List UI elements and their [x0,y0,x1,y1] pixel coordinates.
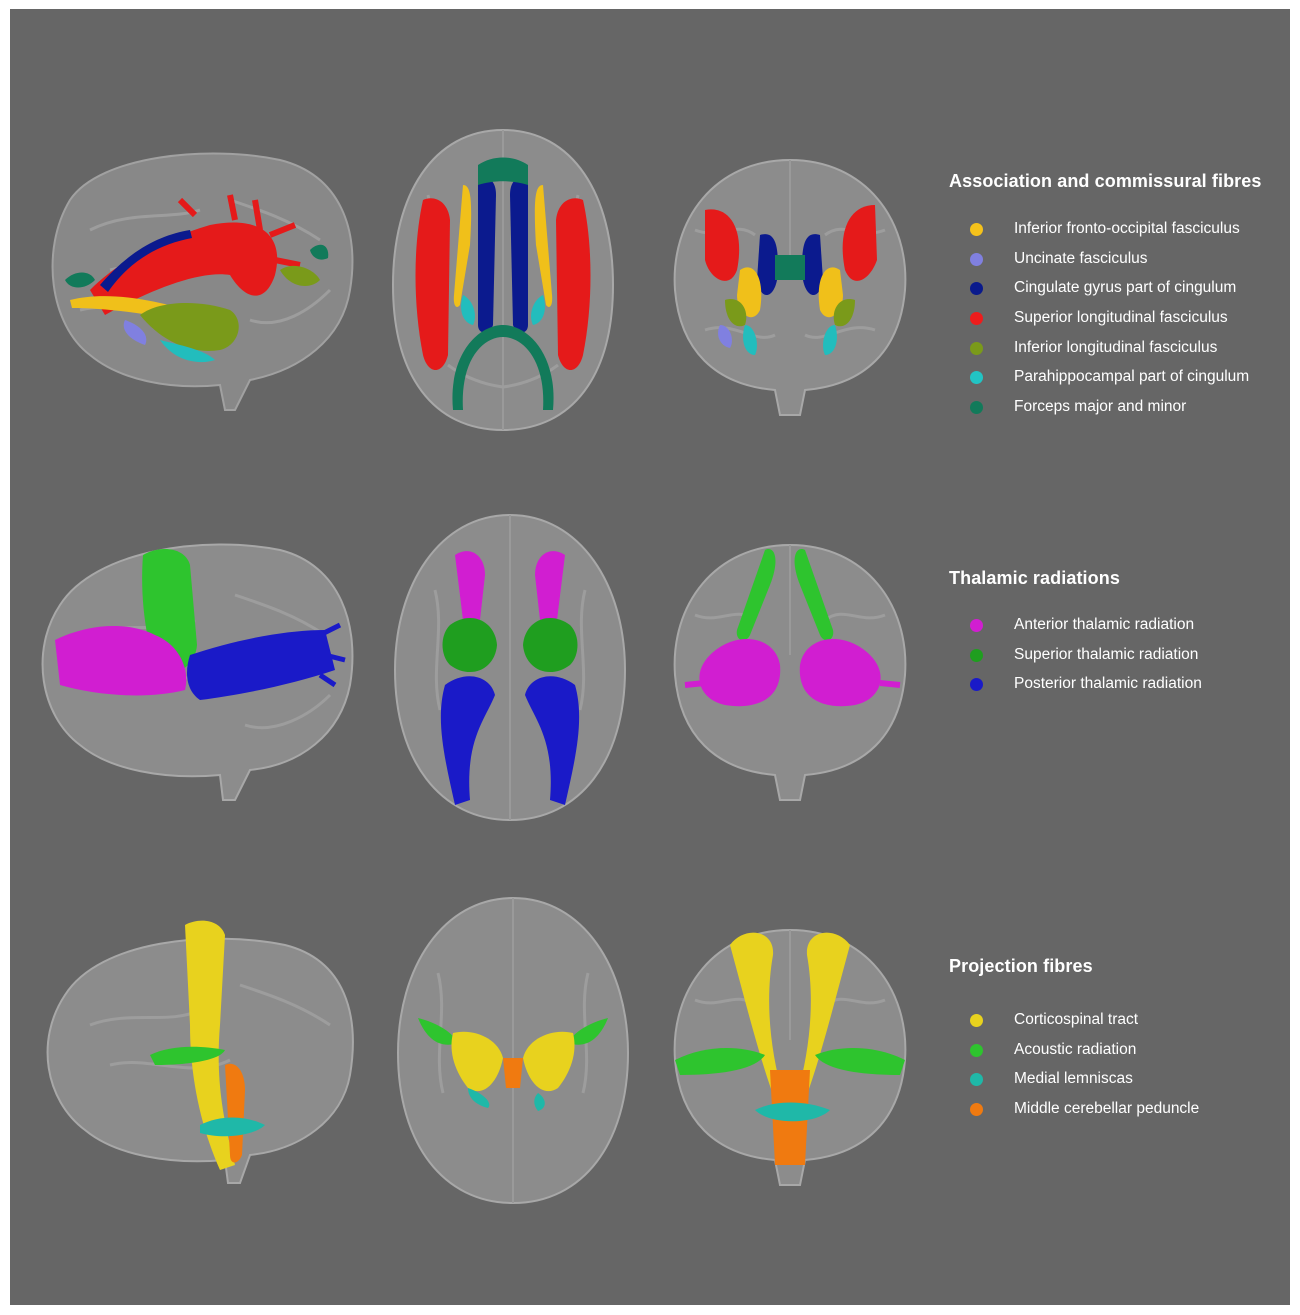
legend-label: Inferior longitudinal fasciculus [1014,338,1218,356]
legend-color-dot [970,401,983,415]
legend-color-dot [970,1073,983,1087]
legend-color-dot [970,1103,983,1117]
legend-label: Medial lemniscas [1014,1070,1133,1088]
legend-label: Superior thalamic radiation [1014,645,1199,663]
legend-color-dot [970,252,983,266]
legend-color-dot [970,1014,983,1027]
legend-label: Acoustic radiation [1014,1040,1137,1058]
legend-color-dot [970,282,983,296]
legend-color-dot [970,371,983,385]
legend-label: Anterior thalamic radiation [1014,616,1195,633]
legend-color-dot [970,223,983,236]
section-title-thalamic: Thalamic radiations [949,568,1120,588]
legend-label: Parahippocampal part of cingulum [1014,368,1250,386]
legend-color-dot [970,619,983,632]
brain-coronal-projection [665,920,915,1190]
legend-label: Posterior thalamic radiation [1014,675,1202,693]
brain-axial-association [378,125,628,435]
legend-label: Cingulate gyrus part of cingulum [1014,279,1237,297]
legend-label: Inferior fronto-occipital fasciculus [1014,220,1240,237]
section-title-association: Association and commissural fibres [949,171,1262,191]
legend-label: Forceps major and minor [1014,398,1187,416]
brain-sagittal-association [30,140,360,420]
legend-color-dot [970,341,983,355]
legend-label: Uncinate fasciculus [1014,249,1148,267]
section-title-projection: Projection fibres [949,956,1093,976]
brain-axial-projection [388,893,638,1208]
legend-color-dot [970,312,983,326]
legend-color-dot [970,678,983,692]
legend-label: Middle cerebellar peduncle [1014,1100,1200,1118]
brain-sagittal-projection [30,915,360,1190]
brain-axial-thalamic [385,510,635,825]
brain-coronal-thalamic [665,535,915,805]
brain-sagittal-thalamic [25,525,360,810]
legend-label: Corticospinal tract [1014,1011,1139,1028]
legend-label: Superior longitudinal fasciculus [1014,309,1228,327]
legend-color-dot [970,648,983,662]
legend-color-dot [970,1043,983,1057]
brain-coronal-association [665,150,915,420]
